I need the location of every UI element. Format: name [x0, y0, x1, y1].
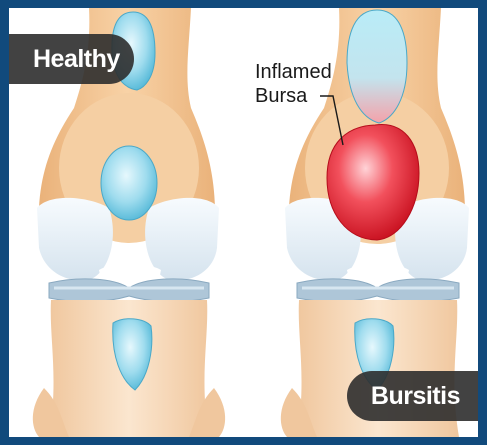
callout-line1: Inflamed	[255, 60, 332, 84]
bursitis-label: Bursitis	[347, 371, 478, 421]
healthy-label: Healthy	[9, 34, 134, 84]
inflamed-bursa-callout: Inflamed Bursa	[255, 60, 332, 108]
callout-line2: Bursa	[255, 84, 332, 108]
